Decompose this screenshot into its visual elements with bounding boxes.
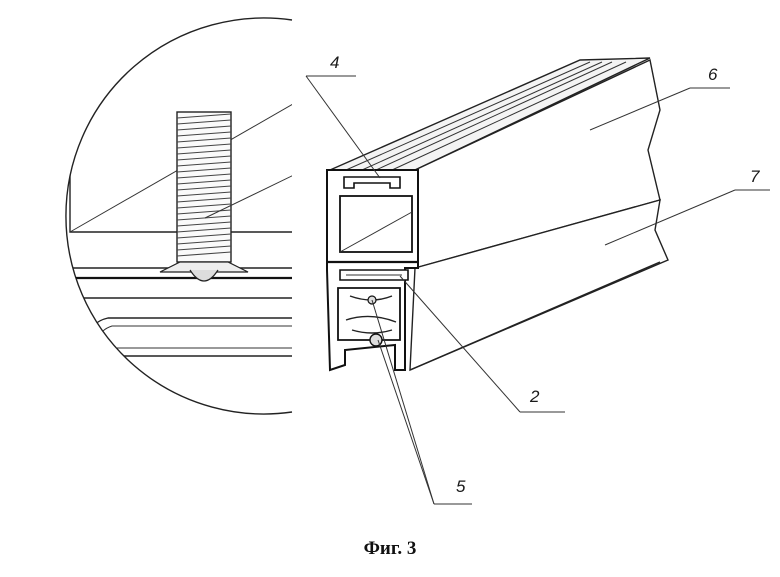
callout-5: 5 [456,477,466,496]
figure-caption: Фиг. 3 [0,538,780,560]
callout-7: 7 [750,167,760,186]
detail-view [40,18,300,420]
leader-4 [306,76,380,178]
cross-section [327,170,418,370]
profile-section [327,58,668,370]
callout-6: 6 [708,65,718,84]
callout-4: 4 [330,53,339,72]
callout-2: 2 [529,387,540,406]
